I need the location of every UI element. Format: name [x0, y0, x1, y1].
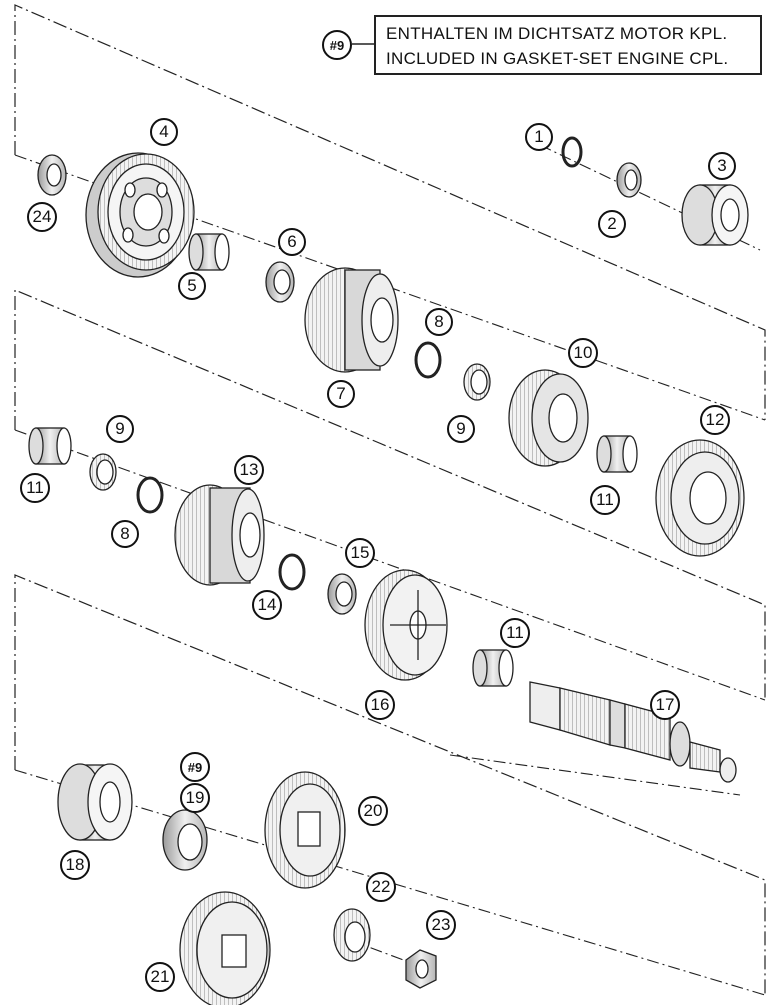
- callout-14: 14: [252, 590, 282, 620]
- callout-8-middle: 8: [111, 520, 139, 548]
- callout-11-bottom: 11: [500, 618, 530, 648]
- callout-17: 17: [650, 690, 680, 720]
- part-15-washer: [327, 573, 357, 615]
- callout-9-middle: 9: [106, 415, 134, 443]
- callout-18: 18: [60, 850, 90, 880]
- callout-11-right: 11: [590, 485, 620, 515]
- frame-middle: [14, 289, 766, 700]
- callout-9-upper: 9: [447, 415, 475, 443]
- part-13-gear: [174, 484, 265, 586]
- part-1-circlip: [561, 136, 583, 168]
- part-9-washer-middle: [89, 453, 117, 491]
- callout-8-upper: 8: [425, 308, 453, 336]
- callout-5: 5: [178, 272, 206, 300]
- part-9-washer-upper: [463, 363, 491, 401]
- part-12-gear: [655, 439, 745, 557]
- callout-7: 7: [327, 380, 355, 408]
- callout-3: 3: [708, 152, 736, 180]
- part-20-sprocket: [264, 771, 346, 889]
- part-5-bushing: [188, 233, 230, 271]
- callout-24: 24: [27, 202, 57, 232]
- frame-top: [14, 4, 766, 420]
- callout-2: 2: [598, 210, 626, 238]
- callout-20: 20: [358, 796, 388, 826]
- callout-12: 12: [700, 405, 730, 435]
- callout-13: 13: [234, 455, 264, 485]
- part-11-bushing-left: [28, 427, 72, 465]
- note-ref-callout: #9: [322, 30, 352, 60]
- callout-19-ref: #9: [180, 752, 210, 782]
- callout-22: 22: [366, 872, 396, 902]
- callout-1: 1: [525, 123, 553, 151]
- part-4-gear: [85, 152, 195, 278]
- section-frames: [14, 4, 766, 995]
- part-23-nut: [405, 949, 437, 989]
- gasket-set-note: ENTHALTEN IM DICHTSATZ MOTOR KPL. INCLUD…: [374, 15, 762, 75]
- part-11-bushing-bottom: [472, 649, 514, 687]
- part-8-circlip-middle: [136, 476, 164, 514]
- callout-15: 15: [345, 538, 375, 568]
- part-11-bushing-right: [596, 435, 638, 473]
- part-16-gear: [364, 569, 448, 681]
- callout-10: 10: [568, 338, 598, 368]
- part-14-circlip: [278, 553, 306, 591]
- part-8-circlip-upper: [414, 341, 442, 379]
- part-3-bearing: [681, 184, 749, 246]
- note-line-english: INCLUDED IN GASKET-SET ENGINE CPL.: [386, 49, 729, 68]
- note-line-german: ENTHALTEN IM DICHTSATZ MOTOR KPL.: [386, 24, 728, 43]
- callout-19: 19: [180, 783, 210, 813]
- callout-21: 21: [145, 962, 175, 992]
- axis-shaft-end: [449, 754, 741, 796]
- part-22-washer: [333, 908, 371, 962]
- callout-16: 16: [365, 690, 395, 720]
- part-21-sprocket: [179, 891, 271, 1005]
- callout-4: 4: [150, 118, 178, 146]
- part-2-washer: [616, 162, 642, 198]
- axis-middle: [14, 429, 766, 701]
- part-7-gear: [304, 267, 399, 373]
- callout-23: 23: [426, 910, 456, 940]
- part-24-washer: [37, 154, 67, 196]
- part-17-shaft: [529, 681, 737, 783]
- part-10-gear: [508, 369, 589, 467]
- callout-6: 6: [278, 228, 306, 256]
- part-6-washer: [265, 261, 295, 303]
- frame-bottom: [14, 574, 766, 995]
- callout-11-left: 11: [20, 473, 50, 503]
- part-18-bearing: [57, 763, 133, 841]
- part-19-seal: [162, 809, 208, 871]
